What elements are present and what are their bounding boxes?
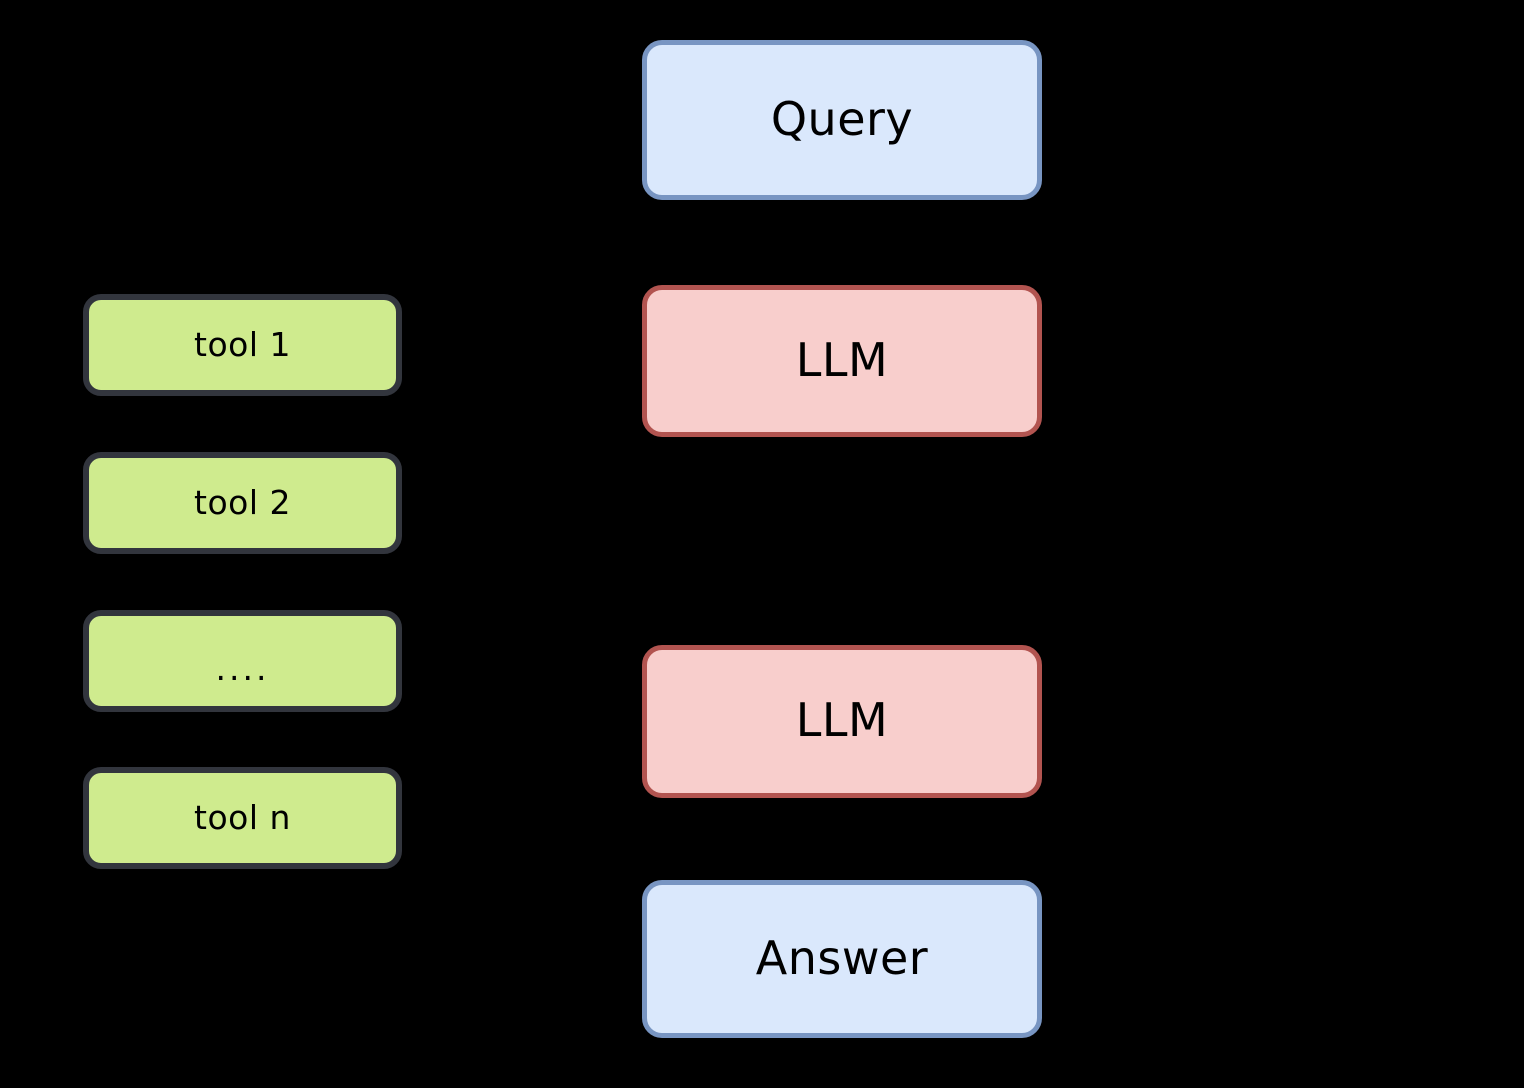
llm-node-2-label: LLM [795, 693, 889, 748]
tool-node-1-label: tool 1 [194, 324, 291, 364]
answer-node[interactable]: Answer [642, 880, 1042, 1038]
query-node[interactable]: Query [642, 40, 1042, 200]
llm-node-1[interactable]: LLM [642, 285, 1042, 437]
tool-node-1[interactable]: tool 1 [83, 294, 402, 396]
answer-node-label: Answer [755, 930, 929, 985]
llm-node-2[interactable]: LLM [642, 645, 1042, 798]
tool-node-2[interactable]: tool 2 [83, 452, 402, 554]
tool-node-n[interactable]: tool n [83, 767, 402, 869]
tool-node-ellipsis[interactable]: .... [83, 610, 402, 712]
tool-node-2-label: tool 2 [194, 482, 291, 522]
llm-node-1-label: LLM [795, 332, 889, 387]
tool-node-n-label: tool n [194, 797, 291, 837]
query-node-label: Query [770, 91, 914, 146]
tool-node-ellipsis-label: .... [215, 648, 270, 688]
